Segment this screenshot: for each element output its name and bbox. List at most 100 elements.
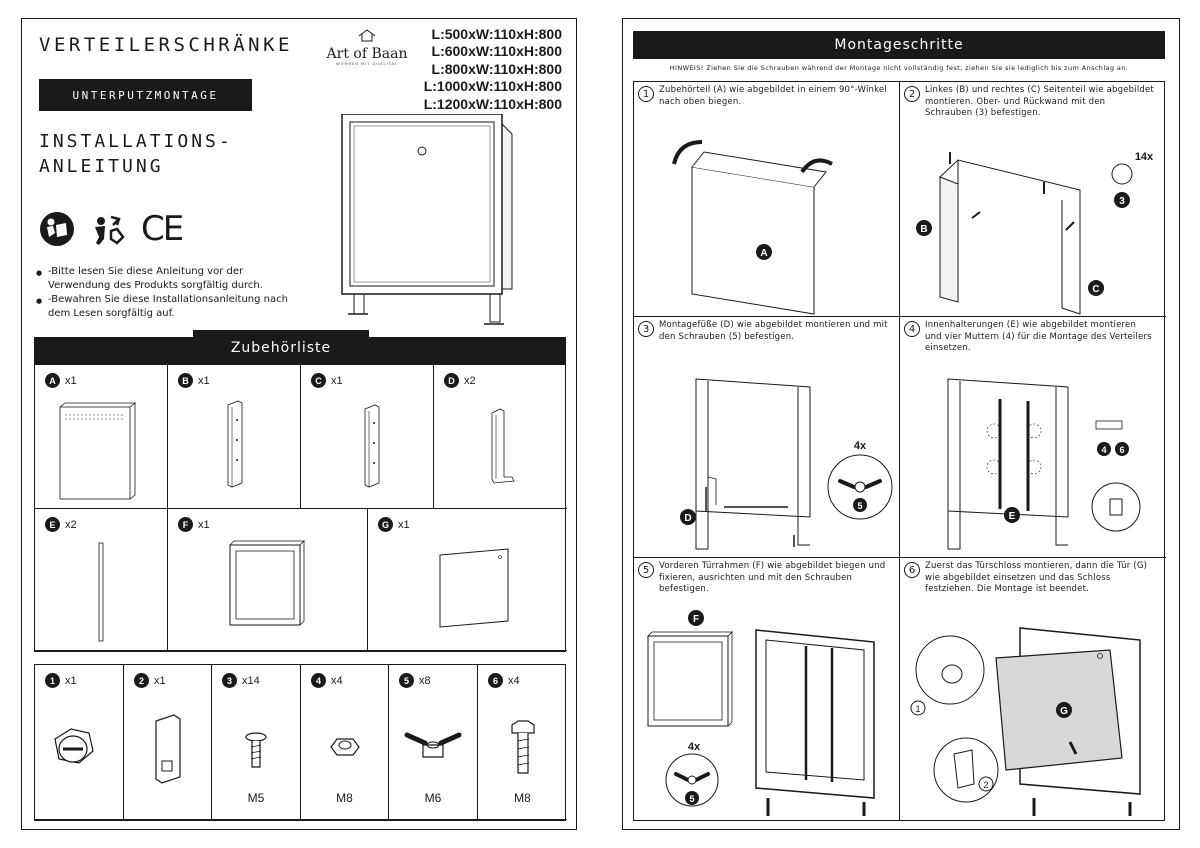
size-item: L:1200xW:110xH:800 [423, 95, 562, 112]
hardware-qty: x1 [65, 674, 77, 687]
step-1: A 1 Zubehörteil (A) wie abgebildet in ei… [634, 82, 900, 317]
steps-grid: A 1 Zubehörteil (A) wie abgebildet in ei… [633, 81, 1166, 821]
step-3-illustration: 4x 5 D [680, 378, 893, 550]
part-letter: E [45, 517, 60, 532]
house-icon [358, 29, 376, 42]
step-5-callout: 5 [689, 794, 694, 804]
size-item: L:600xW:110xH:800 [431, 43, 562, 60]
part-f-drawing [229, 540, 305, 626]
read-manual-icon [40, 212, 74, 246]
note-item: -Bewahren Sie diese Installationsanleitu… [36, 293, 306, 320]
hardware-size: M5 [247, 791, 265, 805]
part-qty: x1 [398, 518, 410, 531]
bolt-icon [511, 720, 535, 774]
step-number: 4 [904, 321, 920, 337]
hardware-size: M6 [424, 791, 442, 805]
step-number: 5 [638, 562, 654, 578]
hardware-number: 3 [222, 673, 237, 688]
part-c-drawing [364, 404, 380, 488]
part-d-drawing [491, 408, 515, 484]
step-5-illustration: F 4x 5 [647, 610, 875, 816]
part-qty: x1 [65, 374, 77, 387]
step-2-callout: 14x [1135, 151, 1154, 163]
note-item: -Bitte lesen Sie diese Anleitung vor der… [36, 265, 306, 292]
document-title: VERTEILERSCHRÄNKE [39, 34, 293, 56]
step-number: 2 [904, 86, 920, 102]
hardware-qty: x4 [508, 674, 520, 687]
step-6: G 1 2 6 Zuerst das Türschloss montieren,… [900, 558, 1166, 820]
step-5-callout: F [693, 614, 699, 625]
ce-mark: CE [141, 209, 184, 249]
recycling-icon [95, 215, 125, 245]
cam-lock-icon [54, 728, 94, 764]
step-1-callout: A [760, 248, 767, 259]
step-6-callout: 1 [915, 704, 920, 714]
hardware-qty: x4 [331, 674, 343, 687]
symbol-row: CE [39, 209, 184, 249]
step-5: F 4x 5 5 Vorderen Türrahmen (F) wie abge… [634, 558, 900, 820]
assembly-steps-title: Montageschritte [633, 31, 1165, 59]
step-number: 1 [638, 86, 654, 102]
part-letter: B [178, 373, 193, 388]
step-4-callout: 4 [1101, 445, 1106, 455]
step-6-callout: G [1060, 706, 1068, 717]
part-e-drawing [98, 542, 104, 642]
brand-name: Art of Baan [326, 46, 408, 62]
step-2-callout: 3 [1119, 196, 1125, 207]
step-2-callout: B [920, 224, 927, 235]
brand-logo: Art of Baan WOHNEN MIT QUALITÄT [322, 27, 412, 77]
part-qty: x2 [464, 374, 476, 387]
brand-tagline: WOHNEN MIT QUALITÄT [336, 62, 398, 66]
step-4-callout: 6 [1119, 445, 1124, 455]
step-6-illustration: G 1 2 [910, 627, 1141, 816]
step-text: Vorderen Türrahmen (F) wie abgebildet bi… [659, 561, 886, 594]
part-letter: G [378, 517, 393, 532]
part-letter: C [311, 373, 326, 388]
step-6-callout: 2 [983, 780, 988, 790]
part-a-drawing [59, 402, 137, 500]
hardware-number: 4 [311, 673, 326, 688]
part-qty: x1 [198, 374, 210, 387]
part-letter: D [444, 373, 459, 388]
step-text: Linkes (B) und rechtes (C) Seitenteil wi… [925, 85, 1154, 118]
size-item: L:800xW:110xH:800 [431, 60, 562, 77]
hardware-number: 6 [488, 673, 503, 688]
nut-icon [330, 738, 360, 756]
step-text: Innenhalterungen (E) wie abgebildet mont… [925, 320, 1152, 353]
hardware-cell-nut: 4 x4 M8 [301, 665, 389, 820]
hardware-qty: x1 [154, 674, 166, 687]
right-page: Montageschritte HINWEIS! Ziehen Sie die … [622, 18, 1180, 830]
step-number: 6 [904, 562, 920, 578]
size-list: L:500xW:110xH:800 L:600xW:110xH:800 L:80… [412, 26, 562, 113]
part-b-drawing [227, 400, 243, 488]
step-3-callout: D [684, 513, 691, 524]
step-text: Zubehörteil (A) wie abgebildet in einem … [659, 85, 887, 107]
hardware-size: M8 [514, 791, 531, 805]
step-3-callout: 4x [854, 440, 867, 452]
part-qty: x2 [65, 518, 77, 531]
wing-nut-icon [404, 732, 462, 758]
step-number: 3 [638, 321, 654, 337]
screw-icon [245, 732, 267, 768]
step-text: Montagefüße (D) wie abgebildet montieren… [659, 320, 888, 342]
part-qty: x1 [331, 374, 343, 387]
step-4-callout: E [1009, 511, 1016, 522]
step-2-illustration: 3 14x B C [916, 151, 1154, 315]
part-qty: x1 [198, 518, 210, 531]
lock-cam-icon [155, 714, 181, 784]
part-letter: A [45, 373, 60, 388]
hardware-size: M8 [336, 791, 353, 805]
size-item: L:500xW:110xH:800 [431, 26, 562, 42]
left-page: VERTEILERSCHRÄNKE Art of Baan WOHNEN MIT… [21, 18, 577, 830]
